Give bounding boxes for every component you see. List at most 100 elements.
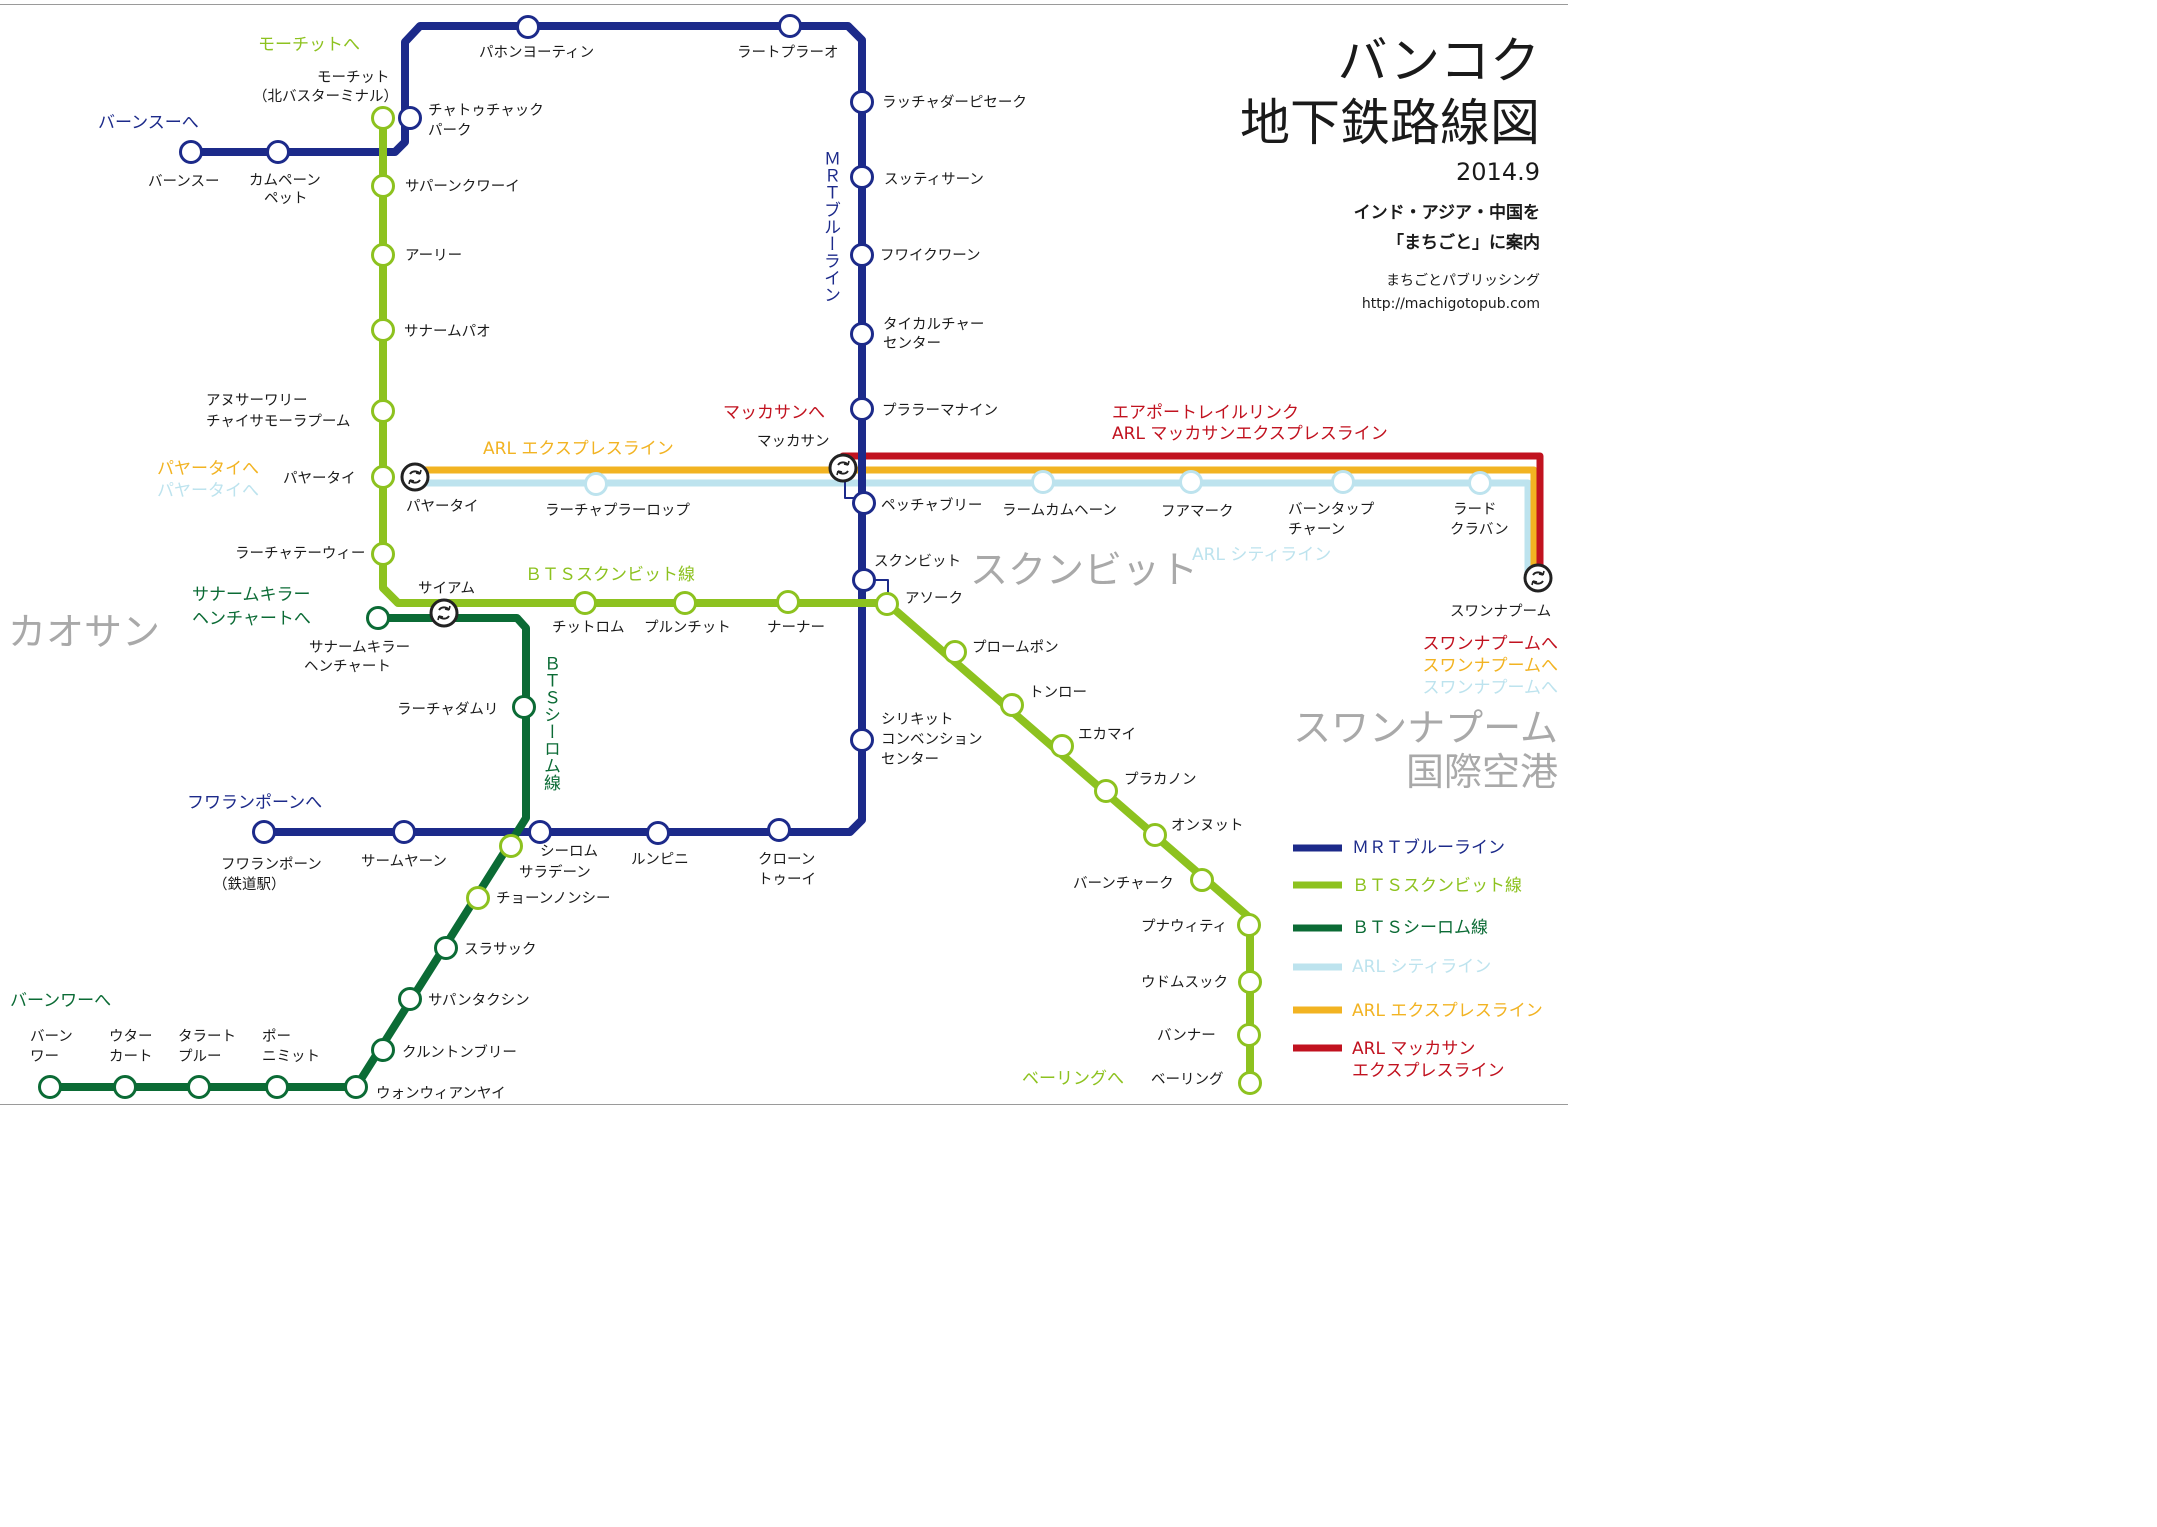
station-arl-bantapchang[interactable] [1331,470,1355,494]
station-bts-phromphong[interactable] [943,640,967,664]
station-mrt-chatuchak[interactable] [398,106,422,130]
label-arl-latkrabang-line1: ラード [1453,502,1497,518]
direction-suvarnabhumi-red: スワンナプームへ [1423,634,1559,654]
station-mrt-ratchada[interactable] [850,90,874,114]
station-mrt-phetchaburi[interactable] [852,491,876,515]
label-bts-bangwa-line2: ワー [30,1049,59,1065]
direction-bangsue: バーンスーへ [98,113,199,133]
label-mrt-bangsue: バーンスー [148,174,220,190]
label-mrt-qsncc-line2: コンベンション [881,732,983,748]
station-bts-punnawithi[interactable] [1237,913,1261,937]
station-bts-talat-phlu[interactable] [187,1075,211,1099]
station-arl-ramkhamhaeng[interactable] [1031,470,1055,494]
label-bts-national-stadium-line2: ヘンチャート [304,659,391,675]
station-mrt-qsncc[interactable] [850,728,874,752]
label-bts-ekkamai: エカマイ [1078,727,1136,743]
legend-label-arl-makkasan-line2: エクスプレスライン [1352,1061,1505,1081]
station-bts-pho-nimit[interactable] [265,1075,289,1099]
station-bts-saladaeng[interactable] [499,834,523,858]
legend-label-arl-makkasan-line1: ARL マッカサン [1352,1039,1475,1059]
station-bts-sanampao[interactable] [371,318,395,342]
label-bts-punnawithi: プナウィティ [1141,918,1227,935]
legend-label-bts-silom: ＢＴＳシーロム線 [1352,918,1488,938]
station-mrt-samyan[interactable] [392,820,416,844]
station-bts-saphankhwai[interactable] [371,174,395,198]
label-bts-ratchadamri: ラーチャダムリ [397,701,498,718]
station-mrt-huaikhwang[interactable] [850,243,874,267]
station-bts-ratchathewi[interactable] [371,542,395,566]
station-mrt-ladphrao[interactable] [778,14,802,38]
interchange-makkasan[interactable] [828,453,858,483]
station-mrt-sukhumvit[interactable] [852,568,876,592]
station-bts-mochit[interactable] [371,106,395,130]
station-mrt-bangsue[interactable] [179,140,203,164]
station-mrt-culture[interactable] [850,322,874,346]
bts-sukhumvit-line [379,114,1254,1087]
station-bts-krungthonburi[interactable] [371,1038,395,1062]
station-mrt-sutthisan[interactable] [850,165,874,189]
station-bts-bangna[interactable] [1237,1023,1261,1047]
direction-bearing: ベーリングへ [1022,1069,1124,1089]
station-bts-bangchak[interactable] [1190,868,1214,892]
station-bts-nana[interactable] [776,590,800,614]
legend-label-bts-sukhumvit: ＢＴＳスクンビット線 [1352,876,1522,896]
arl-makkasan-line [839,452,1544,582]
station-bts-ratchadamri[interactable] [512,695,536,719]
station-bts-ploenchit[interactable] [673,591,697,615]
station-bts-udomsuk[interactable] [1238,970,1262,994]
station-bts-ari[interactable] [371,243,395,267]
station-bts-national-stadium[interactable] [366,606,390,630]
label-bts-onnut: オンヌット [1171,818,1244,834]
station-mrt-kamphaengphet[interactable] [266,140,290,164]
station-bts-victory[interactable] [371,399,395,423]
label-bts-ari: アーリー [405,248,462,264]
label-bts-bangchak: バーンチャーク [1073,875,1174,892]
station-arl-ratchaprarop[interactable] [584,472,608,496]
station-bts-chongnonsi[interactable] [466,886,490,910]
station-mrt-phahon[interactable] [516,15,540,39]
interchange-siam[interactable] [429,598,459,628]
station-bts-bangwa[interactable] [38,1075,62,1099]
label-mrt-klongtoei-line1: クローン [758,851,815,868]
label-mrt-phetchaburi: ペッチャブリー [881,496,982,514]
station-bts-wongwianyai[interactable] [344,1075,368,1099]
station-arl-huamak[interactable] [1179,470,1203,494]
station-bts-onnut[interactable] [1143,823,1167,847]
label-bts-victory-line1: アヌサーワリー [206,393,308,409]
station-arl-latkrabang[interactable] [1468,471,1492,495]
station-bts-surasak[interactable] [434,936,458,960]
arl-city-line [411,479,1532,582]
legend: ＭＲＴブルーライン ＢＴＳスクンビット線 ＢＴＳシーロム線 ARL シティライン… [1293,837,1543,1081]
station-bts-asok[interactable] [875,592,899,616]
station-mrt-rama9[interactable] [850,397,874,421]
label-mrt-huaikhwang: フワイクワーン [880,247,980,264]
label-mrt-chatuchak-line2: パーク [428,122,472,139]
title-line2: 地下鉄路線図 [1240,94,1540,152]
station-mrt-hualamphong[interactable] [252,820,276,844]
title-block: バンコク 地下鉄路線図 2014.9 インド・アジア・中国を 「まちごと」に案内… [1240,32,1540,312]
station-bts-thonglor[interactable] [1000,693,1024,717]
station-bts-phrakhanong[interactable] [1094,779,1118,803]
label-mrt-ladphrao: ラートプラーオ [737,44,839,61]
station-mrt-silom[interactable] [528,820,552,844]
label-bts-national-stadium-line1: サナームキラー [309,640,410,656]
label-bts-saladaeng: サラデーン [519,863,591,881]
station-bts-ekkamai[interactable] [1050,734,1074,758]
publisher-url[interactable]: http://machigotopub.com [1362,296,1540,312]
interchange-arl-phayathai[interactable] [400,462,430,492]
label-bts-bearing: ベーリング [1151,1071,1224,1088]
station-bts-chitlom[interactable] [573,591,597,615]
station-bts-wutthakat[interactable] [113,1075,137,1099]
station-bts-phayathai[interactable] [371,465,395,489]
interchange-suvarnabhumi[interactable] [1523,563,1553,593]
label-arl-express: ARL エクスプレスライン [483,439,674,459]
label-mrt-lumphini: ルンピニ [631,851,689,868]
area-sukhumvit: スクンビット [970,548,1198,592]
label-mrt-culture-line1: タイカルチャー [883,316,984,333]
label-mrt-sukhumvit: スクンビット [874,553,961,570]
station-mrt-klongtoei[interactable] [767,818,791,842]
station-bts-bearing[interactable] [1238,1071,1262,1095]
station-mrt-lumphini[interactable] [646,821,670,845]
label-bts-victory-line2: チャイサモーラプーム [206,413,350,430]
station-bts-saphantaksin[interactable] [398,987,422,1011]
